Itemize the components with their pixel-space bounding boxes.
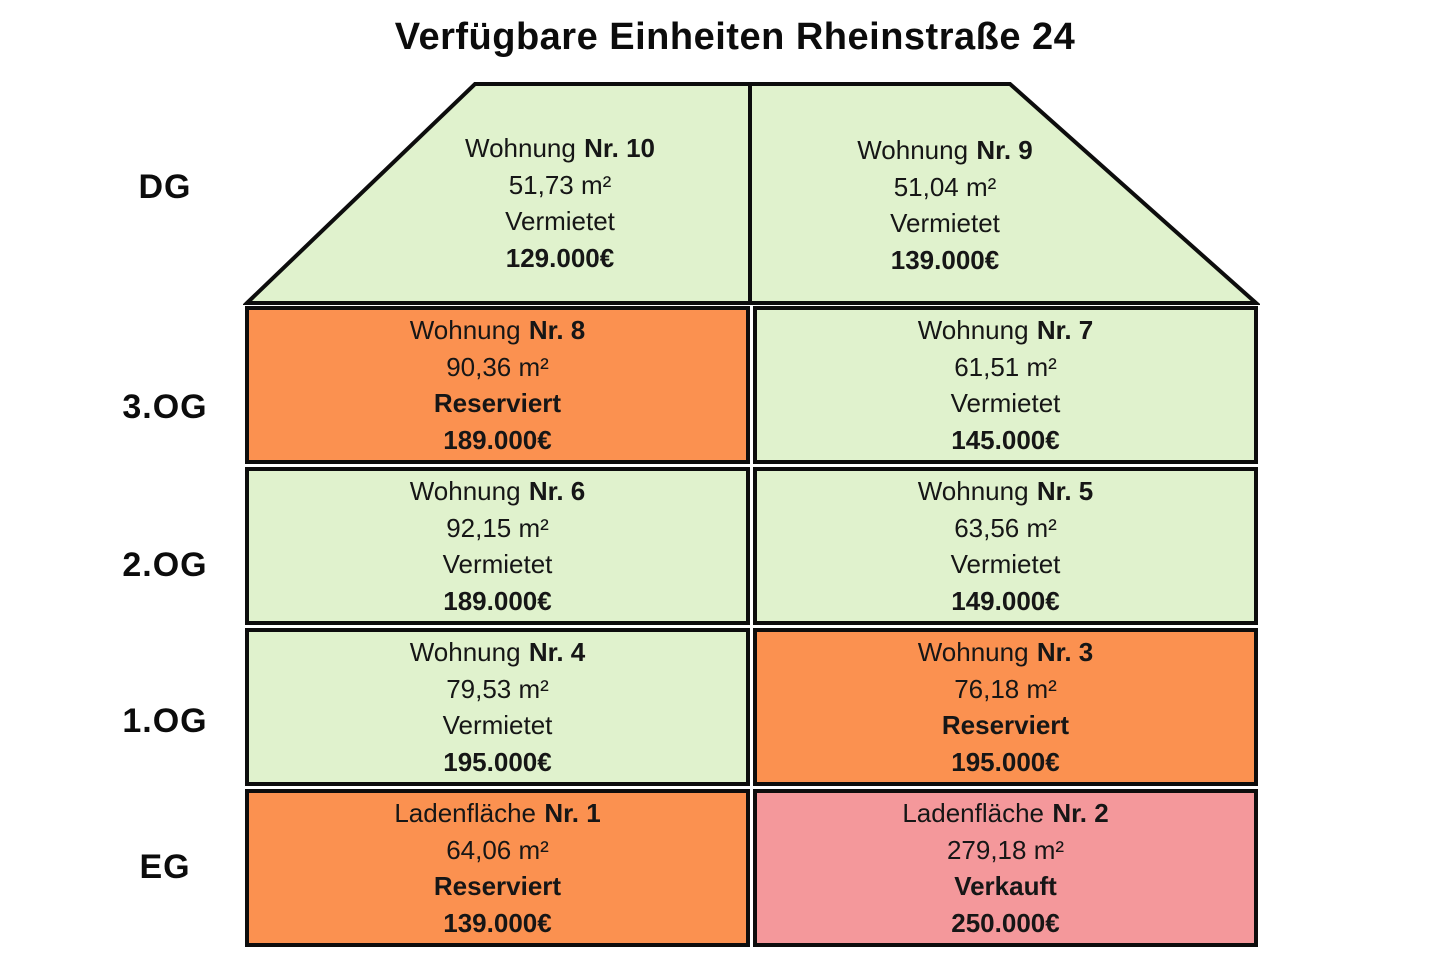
roof-unit-nr9-shape [748, 82, 1260, 305]
unit-area: 51,73 m² [508, 169, 612, 200]
unit-price: 139.000€ [443, 907, 552, 938]
roof-shape [243, 82, 1260, 305]
unit-price: 195.000€ [443, 746, 552, 777]
unit-price: 129.000€ [505, 242, 615, 273]
unit-price: 145.000€ [951, 424, 1060, 455]
unit-status: Vermietet [442, 710, 553, 740]
unit-area: 79,53 m² [446, 673, 549, 704]
unit-status: Verkauft [954, 871, 1057, 901]
unit-status: Vermietet [950, 388, 1061, 418]
unit-area: 90,36 m² [446, 351, 549, 382]
unit-status: Vermietet [505, 206, 615, 236]
unit-status: Vermietet [950, 549, 1061, 579]
unit-price: 189.000€ [443, 424, 552, 455]
unit-area: 61,51 m² [954, 351, 1057, 382]
unit-status: Reserviert [941, 710, 1070, 740]
unit-area: 279,18 m² [946, 834, 1065, 865]
unit-status: Vermietet [442, 549, 553, 579]
unit-area: 76,18 m² [954, 673, 1057, 704]
unit-status: Reserviert [433, 871, 562, 901]
floor-label-eg: EG [139, 848, 191, 886]
unit-price: 250.000€ [951, 907, 1060, 938]
floor-label-1og: 1.OG [122, 702, 208, 740]
floor-label-dg: DG [138, 168, 192, 206]
page-title: Verfügbare Einheiten Rheinstraße 24 [394, 16, 1076, 58]
unit-status: Reserviert [433, 388, 562, 418]
unit-area: 92,15 m² [446, 512, 549, 543]
unit-area: 51,04 m² [893, 171, 997, 202]
unit-area: 63,56 m² [954, 512, 1057, 543]
unit-price: 139.000€ [890, 244, 1000, 275]
unit-price: 149.000€ [951, 585, 1060, 616]
unit-status: Vermietet [890, 208, 1000, 238]
floor-label-2og: 2.OG [122, 546, 208, 584]
unit-price: 195.000€ [951, 746, 1060, 777]
floor-label-3og: 3.OG [122, 388, 208, 426]
unit-price: 189.000€ [443, 585, 552, 616]
unit-area: 64,06 m² [446, 834, 549, 865]
